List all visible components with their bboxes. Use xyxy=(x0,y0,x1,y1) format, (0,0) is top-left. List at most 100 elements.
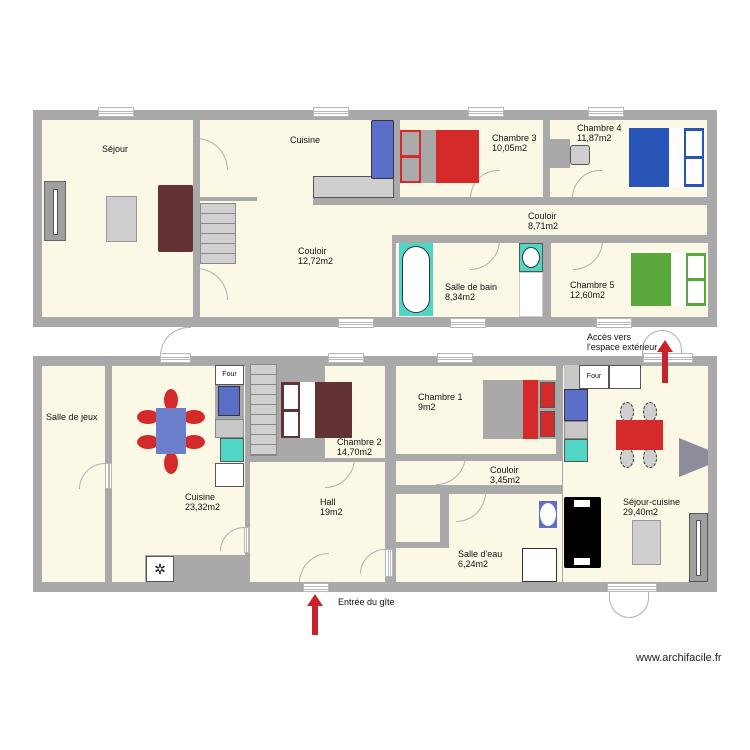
wall-segment xyxy=(200,197,257,201)
patio-door-right-leaf[interactable] xyxy=(629,592,649,618)
room-name: Chambre 2 xyxy=(337,437,382,447)
sofa-icon xyxy=(564,497,601,568)
room-name: Salle d'eau xyxy=(458,549,503,559)
window xyxy=(468,107,504,117)
room-label: Salle d'eau 6,24m2 xyxy=(458,549,502,569)
room-name: Chambre 5 xyxy=(570,280,615,290)
window xyxy=(313,107,349,117)
chair-icon xyxy=(164,389,178,411)
window xyxy=(588,107,624,117)
entrance-arrow-icon xyxy=(312,605,318,635)
sink-icon xyxy=(564,389,588,421)
washbasin-icon xyxy=(220,438,244,462)
room-label: Chambre 1 9m2 xyxy=(418,392,463,412)
room-label: Cuisine xyxy=(290,135,321,145)
room-name: Couloir xyxy=(490,465,519,475)
door-frame xyxy=(385,549,393,577)
room-name: Couloir xyxy=(298,246,327,256)
room-area: 14,70m2 xyxy=(337,447,373,457)
chair-icon xyxy=(164,452,178,474)
sink-icon xyxy=(218,386,240,416)
chair-icon xyxy=(137,435,159,449)
washbasin-icon xyxy=(539,501,557,528)
window xyxy=(328,353,364,363)
stairs-icon xyxy=(250,364,277,456)
room-name: Salle de bain xyxy=(445,282,498,292)
counter xyxy=(564,365,579,389)
coffee-table-icon xyxy=(106,196,137,242)
room-couloir-upper xyxy=(392,205,707,235)
coffee-table-icon xyxy=(632,520,661,565)
exterior-access-line: Accès vers xyxy=(587,332,632,342)
bed-icon xyxy=(629,128,704,187)
window xyxy=(160,353,191,363)
oven-icon: Four xyxy=(215,365,244,385)
window xyxy=(338,318,374,328)
room-label: Chambre 3 10,05m2 xyxy=(492,133,537,153)
room-area: 12,72m2 xyxy=(298,256,334,266)
entrance-arrow-icon xyxy=(307,594,323,606)
room-name: Chambre 1 xyxy=(418,392,463,402)
window xyxy=(437,353,473,363)
room-area: 8,71m2 xyxy=(528,221,559,231)
stairs-icon xyxy=(200,203,236,264)
window xyxy=(607,583,657,592)
door-frame xyxy=(244,527,250,553)
dishwasher-icon xyxy=(215,419,244,438)
room-cuisine-lower xyxy=(112,555,145,582)
room-label: Couloir 3,45m2 xyxy=(490,465,520,485)
room-label: Chambre 2 14,70m2 xyxy=(337,437,382,457)
room-label: Couloir 12,72m2 xyxy=(298,246,333,266)
room-area: 3,45m2 xyxy=(490,475,521,485)
oven-icon: Four xyxy=(579,365,609,389)
chair-icon xyxy=(643,448,657,468)
chair-icon xyxy=(620,402,634,422)
room-area: 9m2 xyxy=(418,402,436,412)
room-label: Couloir 8,71m2 xyxy=(528,211,558,231)
bathtub-icon xyxy=(399,243,433,316)
room-area: 29,40m2 xyxy=(623,507,659,517)
bed-icon xyxy=(631,253,706,306)
room-label: Séjour-cuisine 29,40m2 xyxy=(623,497,680,517)
cabinet xyxy=(519,272,543,317)
cooktop-icon xyxy=(215,463,244,487)
shower-icon xyxy=(522,548,557,582)
washbasin-icon xyxy=(564,439,588,462)
room-area: 11,87m2 xyxy=(577,133,612,143)
exterior-access-arrow-icon xyxy=(662,351,668,383)
room-area: 6,24m2 xyxy=(458,559,489,569)
room-label: Cuisine 23,32m2 xyxy=(185,492,220,512)
exterior-access-line: l'espace extérieur xyxy=(587,342,658,352)
room-name: Hall xyxy=(320,497,336,507)
closet xyxy=(396,494,440,542)
room-name: Couloir xyxy=(528,211,557,221)
counter xyxy=(215,385,244,419)
room-label: Salle de bain 8,34m2 xyxy=(445,282,497,302)
chair-icon xyxy=(643,402,657,422)
window xyxy=(643,353,693,363)
dishwasher-icon xyxy=(564,421,588,439)
sofa-icon xyxy=(158,185,193,252)
room-name: Séjour-cuisine xyxy=(623,497,681,507)
patio-door-left-leaf[interactable] xyxy=(609,592,629,618)
dining-table-icon xyxy=(616,420,663,450)
room-label: Chambre 5 12,60m2 xyxy=(570,280,615,300)
window xyxy=(450,318,486,328)
room-area: 12,60m2 xyxy=(570,290,606,300)
door-frame xyxy=(105,463,112,489)
entrance-label: Entrée du gîte xyxy=(338,597,395,607)
heater-icon: ✲ xyxy=(146,556,174,582)
room-name: Chambre 3 xyxy=(492,133,537,143)
exterior-door[interactable] xyxy=(160,327,191,356)
window xyxy=(596,318,632,328)
room-label: Séjour xyxy=(102,144,129,154)
wall-segment xyxy=(313,197,400,205)
watermark[interactable]: www.archifacile.fr xyxy=(636,652,722,664)
room-area: 10,05m2 xyxy=(492,143,528,153)
kitchen-counter-icon xyxy=(313,176,394,198)
chair-icon xyxy=(183,410,205,424)
chair-icon xyxy=(137,410,159,424)
bed-icon xyxy=(400,130,479,183)
chair-icon xyxy=(183,435,205,449)
room-label: Chambre 4 11,87m2 xyxy=(577,123,622,143)
